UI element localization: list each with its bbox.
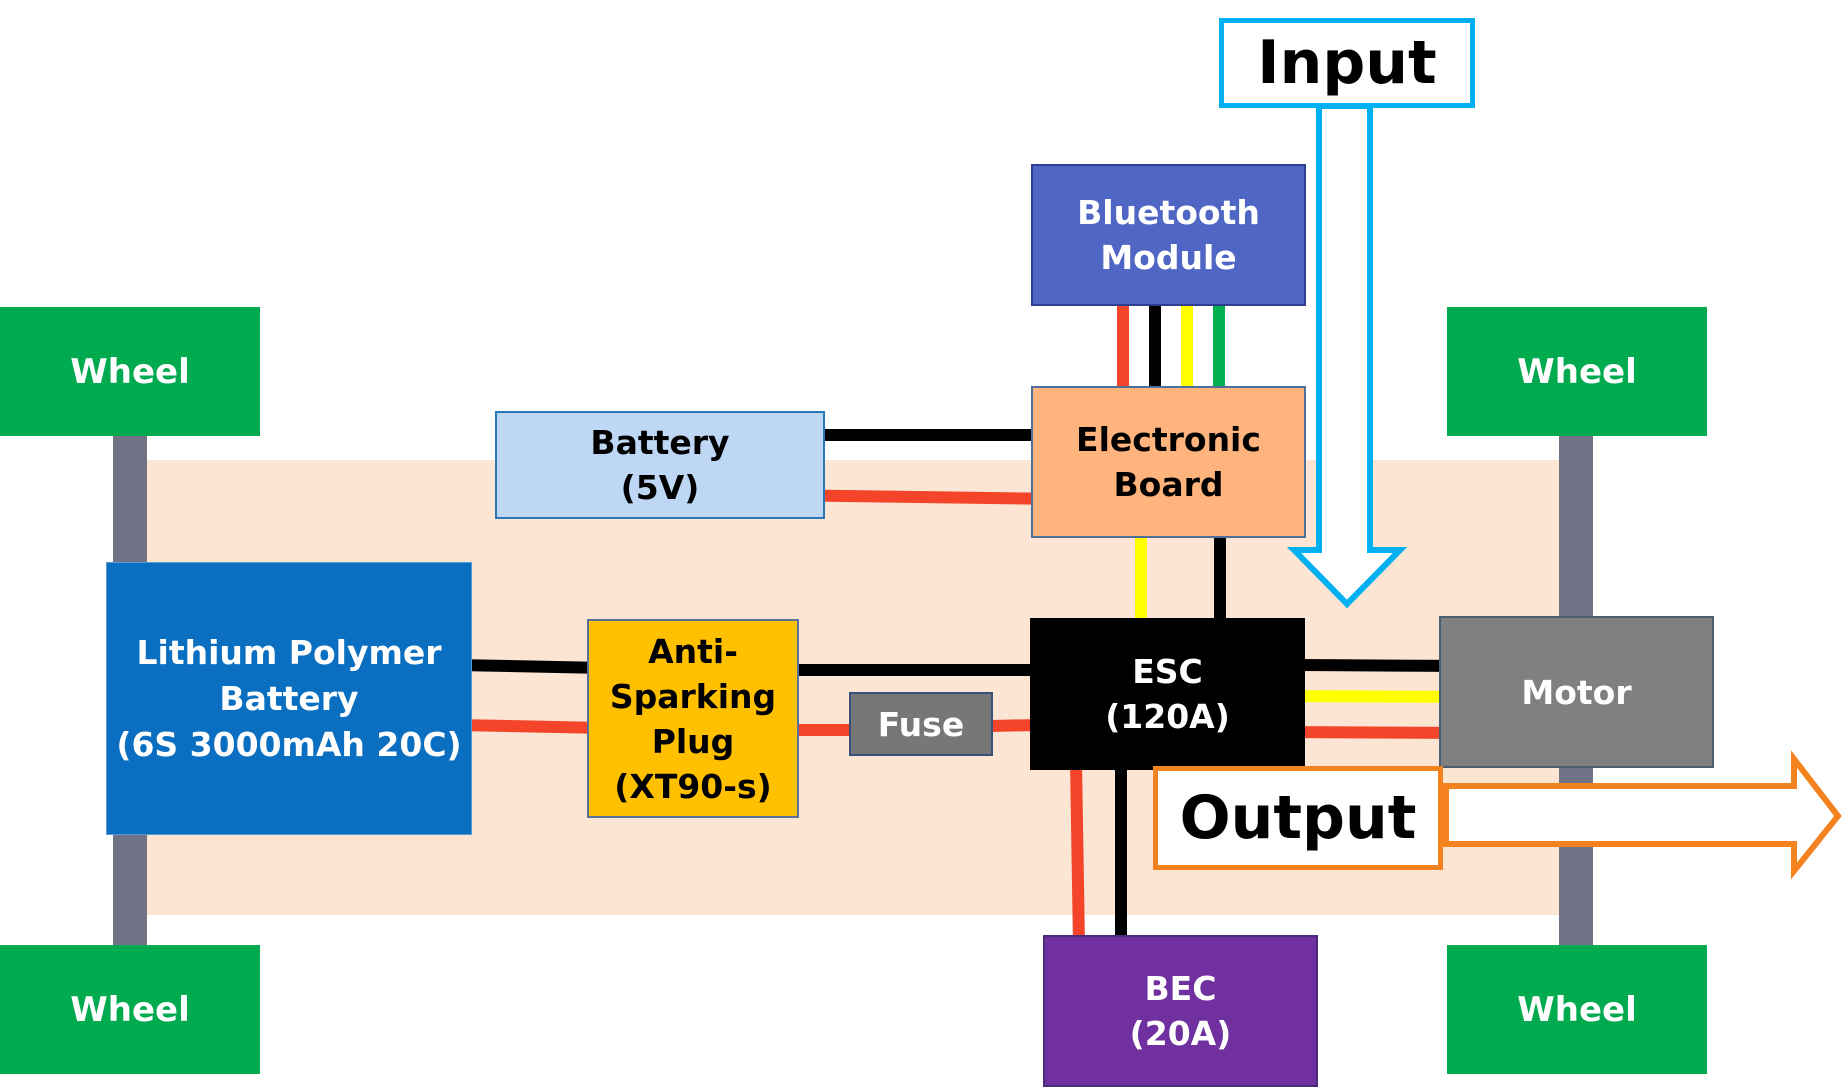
wire-lipo-black	[456, 659, 606, 674]
motor-label: Motor	[1521, 672, 1632, 712]
wheel-rear-left: Wheel	[0, 945, 260, 1074]
fuse-block: Fuse	[849, 692, 993, 756]
bec-block: BEC (20A)	[1043, 935, 1318, 1087]
esc-block: ESC (120A)	[1030, 618, 1305, 770]
bluetooth-module-block: Bluetooth Module	[1031, 164, 1306, 306]
wheel-front-left: Wheel	[0, 307, 260, 436]
battery-5v-block: Battery (5V)	[495, 411, 825, 519]
wheel-label: Wheel	[1517, 989, 1637, 1030]
lipo-battery-line-1: Lithium Polymer	[136, 632, 442, 672]
electronic-board-block: Electronic Board	[1031, 386, 1306, 538]
esc-line-2: (120A)	[1105, 697, 1230, 736]
plug-line-2: Sparking	[609, 676, 777, 716]
wheel-rear-right: Wheel	[1447, 945, 1707, 1074]
bluetooth-line-2: Module	[1100, 238, 1237, 277]
plug-line-1: Anti-	[648, 631, 738, 671]
plug-line-3: Plug	[651, 721, 735, 761]
wire-esc-bec-red	[1070, 761, 1085, 946]
bec-line-1: BEC	[1144, 969, 1217, 1008]
output-label-text: Output	[1179, 783, 1417, 853]
wire-esc-motor-yellow	[1271, 690, 1472, 703]
input-label-text: Input	[1257, 28, 1437, 98]
plug-line-4: (XT90-s)	[614, 766, 772, 806]
lipo-battery-line-2: Battery	[219, 678, 359, 718]
output-arrow	[1443, 750, 1842, 880]
electronic-board-line-1: Electronic	[1076, 420, 1261, 459]
lipo-battery-line-3: (6S 3000mAh 20C)	[116, 724, 462, 764]
motor-block: Motor	[1439, 616, 1714, 768]
esc-line-1: ESC	[1132, 652, 1203, 691]
battery-5v-line-2: (5V)	[620, 468, 700, 507]
input-label: Input	[1219, 18, 1475, 108]
wheel-label: Wheel	[70, 351, 190, 392]
fuse-label: Fuse	[877, 704, 965, 744]
wheel-label: Wheel	[70, 989, 190, 1030]
lipo-battery-block: Lithium Polymer Battery (6S 3000mAh 20C)	[106, 562, 472, 835]
input-arrow	[1286, 103, 1408, 609]
anti-sparking-plug-block: Anti- Sparking Plug (XT90-s)	[587, 619, 799, 818]
wheel-front-right: Wheel	[1447, 307, 1707, 436]
battery-5v-line-1: Battery	[590, 423, 730, 462]
wire-lipo-red	[456, 719, 606, 734]
wire-esc-motor-red	[1271, 726, 1472, 739]
wheel-label: Wheel	[1517, 351, 1637, 392]
bluetooth-line-1: Bluetooth	[1077, 193, 1260, 232]
electronic-board-line-2: Board	[1113, 465, 1224, 504]
output-label: Output	[1153, 766, 1443, 870]
bec-line-2: (20A)	[1129, 1014, 1232, 1053]
